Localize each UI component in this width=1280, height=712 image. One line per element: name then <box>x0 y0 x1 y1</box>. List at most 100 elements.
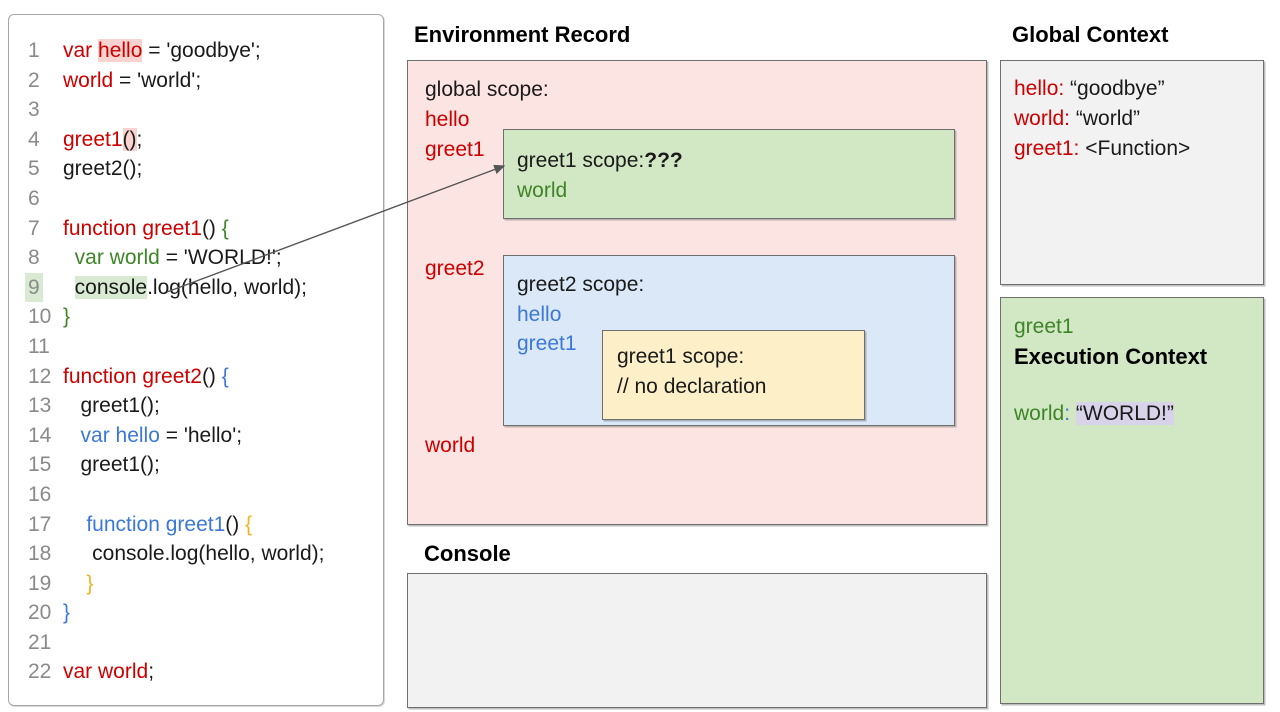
global-scope-var-greet2: greet2 <box>425 257 485 280</box>
line-number: 16 <box>28 482 52 506</box>
line-number: 1 <box>28 39 40 62</box>
execution-context-var-row: world: “WORLD!” <box>1014 399 1263 429</box>
greet1-scope-unknown: ??? <box>644 149 683 172</box>
global-context-entry: hello: “goodbye” <box>1014 74 1263 104</box>
code-text: function greet1() { <box>86 512 253 536</box>
code-line: 8 var world = 'WORLD!'; <box>25 243 383 273</box>
code-line: 14 var hello = 'hello'; <box>25 421 383 451</box>
global-context-entry-name: world: <box>1014 106 1071 130</box>
code-line: 7 function greet1() { <box>25 214 383 244</box>
greet2-scope-var-greet1: greet1 <box>517 332 577 356</box>
code-line: 10} <box>25 302 383 332</box>
line-number: 20 <box>28 601 52 625</box>
code-line: 4 greet1(); <box>25 125 383 155</box>
code-line: 3 <box>25 95 383 125</box>
line-number: 2 <box>28 68 40 92</box>
code-line: 17 function greet1() { <box>25 510 383 540</box>
code-text: var world; <box>63 660 155 684</box>
greet1-scope-label: greet1 scope: <box>517 149 645 172</box>
line-number: 21 <box>28 630 52 654</box>
greet1-scope-var-world: world <box>517 178 568 202</box>
line-number: 7 <box>28 216 40 240</box>
code-line: 20} <box>25 598 383 628</box>
console-output-box <box>407 573 987 708</box>
line-number: 15 <box>28 453 52 477</box>
code-text: } <box>63 601 71 625</box>
greet2-scope-var-hello: hello <box>517 302 562 326</box>
line-number: 8 <box>28 246 40 270</box>
greet2-scope-box: greet2 scope: hello greet1 greet1 scope:… <box>503 255 955 426</box>
line-number: 4 <box>28 127 40 151</box>
console-title: Console <box>424 541 511 566</box>
line-number: 13 <box>28 394 52 418</box>
global-context-entry-value: “goodbye” <box>1064 77 1165 100</box>
execution-context-heading: Execution Context <box>1014 343 1208 369</box>
code-text: world = 'world'; <box>63 68 202 92</box>
greet1-inner-scope-label: greet1 scope: <box>617 345 745 368</box>
code-line: 9 console.log(hello, world); <box>25 272 383 303</box>
global-scope-var-hello: hello <box>425 108 470 131</box>
code-line: 6 <box>25 184 383 214</box>
code-text: greet1(); <box>63 453 160 477</box>
code-text: greet1(); <box>63 127 143 151</box>
line-number: 19 <box>28 571 52 595</box>
code-text: } <box>63 305 71 329</box>
code-text: } <box>86 571 94 595</box>
global-context-entry-name: greet1: <box>1014 136 1080 160</box>
global-context-entry-value: “world” <box>1070 106 1141 130</box>
global-context-entry-value: <Function> <box>1079 136 1191 160</box>
greet1-inner-scope-box: greet1 scope: // no declaration <box>602 330 865 420</box>
line-number: 6 <box>28 186 40 210</box>
global-scope-var-greet1: greet1 <box>425 138 485 161</box>
line-number: 9 <box>25 272 63 303</box>
execution-context-fn-name: greet1 <box>1014 315 1074 338</box>
environment-record-title: Environment Record <box>414 22 631 47</box>
code-text: var hello = 'hello'; <box>80 423 243 447</box>
code-line: 22 var world; <box>25 657 383 687</box>
greet2-scope-label: greet2 scope: <box>517 273 645 296</box>
code-text: var world = 'WORLD!'; <box>74 246 282 270</box>
code-text: function greet1() { <box>63 216 229 240</box>
global-context-box: hello: “goodbye” world: “world” greet1: … <box>1000 60 1264 285</box>
code-line: 16 <box>25 480 383 510</box>
code-text: console.log(hello, world); <box>63 542 325 566</box>
line-number: 12 <box>28 364 52 388</box>
execution-context-colon: : <box>1064 402 1071 426</box>
code-line: 18 console.log(hello, world); <box>25 539 383 569</box>
code-text: console.log(hello, world); <box>74 275 307 299</box>
global-context-title: Global Context <box>1012 22 1169 47</box>
greet1-scope-box: greet1 scope:??? world <box>503 129 955 219</box>
code-text: greet1(); <box>63 394 160 418</box>
code-line: 15 greet1(); <box>25 450 383 480</box>
code-line: 13 greet1(); <box>25 391 383 421</box>
global-scope-label: global scope: <box>425 78 549 101</box>
code-line: 19 } <box>25 569 383 599</box>
greet1-inner-scope-comment: // no declaration <box>617 374 767 398</box>
line-number: 18 <box>28 542 52 566</box>
global-context-entry-name: hello: <box>1014 77 1065 100</box>
execution-context-var-name: world <box>1014 402 1065 426</box>
global-scope-box: global scope: hello greet1 greet2 world … <box>407 60 987 525</box>
line-number: 3 <box>28 98 40 122</box>
code-line: 21 <box>25 628 383 658</box>
global-context-entry: greet1: <Function> <box>1014 134 1263 164</box>
line-number: 17 <box>28 512 52 536</box>
code-line: 2 world = 'world'; <box>25 66 383 96</box>
code-line: 5 greet2(); <box>25 154 383 184</box>
code-text: function greet2() { <box>63 364 229 388</box>
global-scope-var-world: world <box>425 434 476 457</box>
line-number: 22 <box>28 660 52 684</box>
execution-context-box: greet1 Execution Context world: “WORLD!” <box>1000 297 1264 704</box>
line-number: 14 <box>28 423 52 447</box>
global-context-entry: world: “world” <box>1014 104 1263 134</box>
line-number: 11 <box>28 334 50 358</box>
code-line: 11 <box>25 332 383 362</box>
line-number: 10 <box>28 305 52 329</box>
code-text: greet2(); <box>63 157 143 181</box>
code-line: 12 function greet2() { <box>25 362 383 392</box>
execution-context-var-value: “WORLD!” <box>1075 402 1174 426</box>
line-number: 5 <box>28 157 40 181</box>
